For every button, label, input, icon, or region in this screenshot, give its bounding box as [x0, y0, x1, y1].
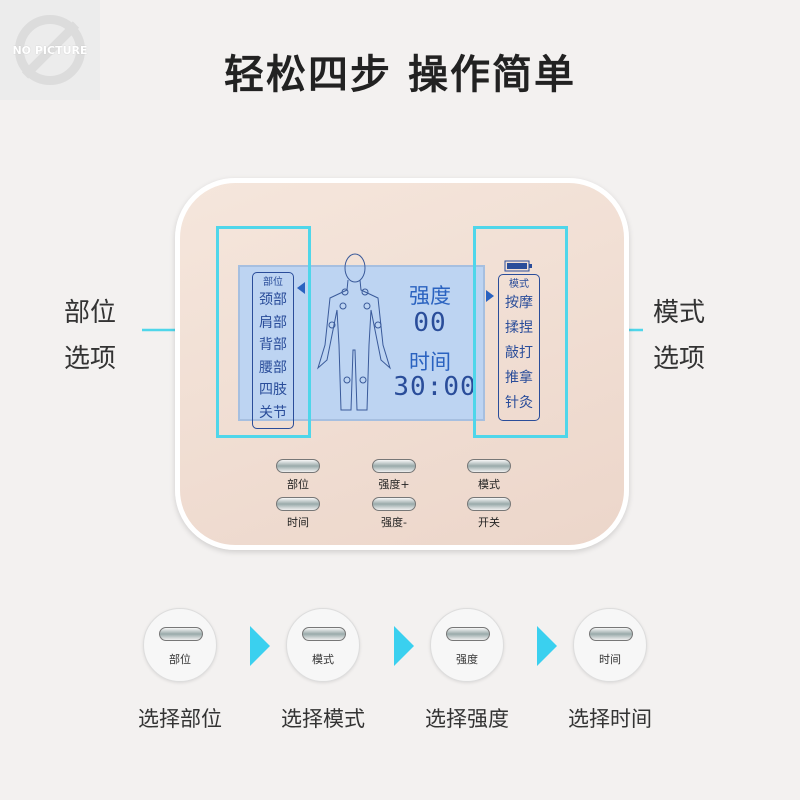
part-item: 四肢 [259, 382, 287, 398]
time-button-label: 时间 [287, 516, 309, 529]
right-label-line1: 模式 [653, 298, 706, 328]
left-label: 部位 选项 [64, 290, 116, 382]
intensity-label: 强度 [409, 284, 451, 308]
power-button[interactable] [467, 497, 511, 511]
selector-left-icon [297, 282, 305, 294]
part-item: 背部 [259, 337, 287, 353]
part-item: 肩部 [259, 314, 287, 331]
intensity-value: 00 [413, 308, 447, 338]
time-button[interactable] [276, 497, 320, 511]
step-label: 选择时间 [568, 707, 652, 731]
right-label-line2: 选项 [653, 344, 706, 374]
mode-highlight-box [473, 226, 568, 438]
step-button-mode: 模式 [286, 608, 360, 682]
selector-right-icon [486, 290, 494, 302]
battery-icon [504, 260, 532, 272]
intensity-down-label: 强度- [381, 516, 407, 529]
step-button-label: 时间 [599, 653, 621, 666]
mode-item: 敲打 [505, 345, 533, 361]
time-label: 时间 [409, 350, 451, 374]
step-button-label: 部位 [169, 653, 191, 666]
power-button-label: 开关 [478, 516, 500, 529]
step-arrow-icon [250, 626, 270, 666]
step-button-time: 时间 [573, 608, 647, 682]
mode-item: 按摩 [505, 295, 533, 311]
mode-header: 模式 [509, 279, 529, 290]
right-label: 模式 选项 [653, 290, 705, 382]
step-button-label: 强度 [456, 653, 478, 666]
step-button-part: 部位 [143, 608, 217, 682]
time-value: 30:00 [393, 372, 477, 402]
mode-item: 针灸 [505, 395, 533, 411]
step-button-label: 模式 [312, 653, 334, 666]
part-button-label: 部位 [287, 478, 309, 491]
part-highlight-box [216, 226, 311, 438]
intensity-down-button[interactable] [372, 497, 416, 511]
intensity-up-label: 强度+ [378, 478, 410, 491]
part-list: 部位 颈部 肩部 背部 腰部 四肢 关节 [252, 272, 294, 429]
step-arrow-icon [394, 626, 414, 666]
left-label-line2: 选项 [64, 344, 117, 374]
part-header: 部位 [263, 277, 283, 288]
step-label: 选择部位 [138, 707, 222, 731]
watermark-text: NO PICTURE [12, 43, 88, 57]
part-button[interactable] [276, 459, 320, 473]
body-figure-icon [317, 253, 391, 411]
step-label: 选择模式 [281, 707, 365, 731]
intensity-up-button[interactable] [372, 459, 416, 473]
mode-button[interactable] [467, 459, 511, 473]
step-button-intensity: 强度 [430, 608, 504, 682]
mode-item: 推拿 [505, 370, 533, 386]
step-arrow-icon [537, 626, 557, 666]
lcd-screen [238, 265, 485, 421]
part-item: 腰部 [259, 359, 287, 376]
left-label-line1: 部位 [64, 298, 117, 328]
page-title: 轻松四步 操作简单 [224, 52, 576, 98]
mode-item: 揉捏 [505, 320, 533, 336]
mode-button-label: 模式 [478, 478, 500, 491]
part-item: 颈部 [259, 292, 287, 308]
mode-list: 模式 按摩 揉捏 敲打 推拿 针灸 [498, 274, 540, 421]
no-picture-watermark: NO PICTURE [0, 0, 100, 100]
step-label: 选择强度 [425, 707, 509, 731]
part-item: 关节 [259, 404, 287, 421]
